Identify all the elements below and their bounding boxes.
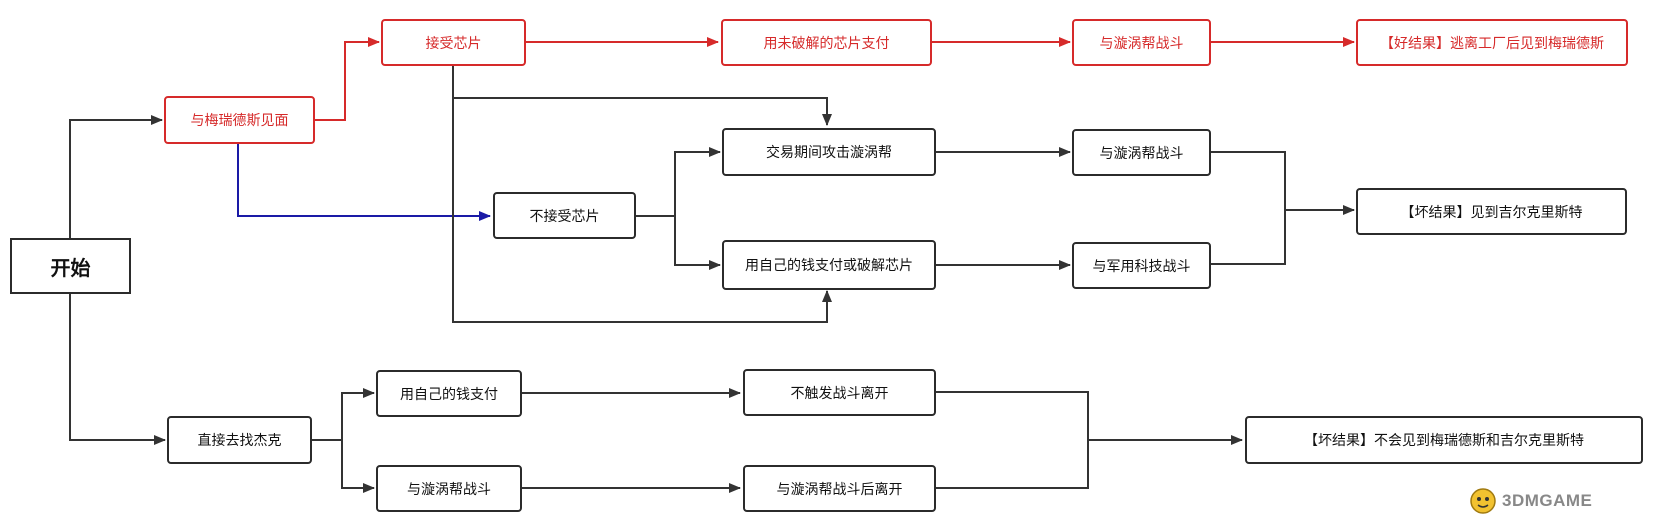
- edge-meet-accept: [315, 37, 380, 121]
- edge-start-jackie: [69, 292, 166, 445]
- edge-accept-attack: [452, 66, 832, 126]
- watermark: 3DMGAME: [1468, 485, 1658, 517]
- node-fight-vortex-mid: 与漩涡帮战斗: [1072, 129, 1211, 176]
- node-leave-after-fight: 与漩涡帮战斗后离开: [743, 465, 936, 512]
- node-go-to-jackie: 直接去找杰克: [167, 416, 312, 464]
- node-good-end: 【好结果】逃离工厂后见到梅瑞德斯: [1356, 19, 1628, 66]
- node-pay-own-money: 用自己的钱支付: [376, 370, 522, 417]
- edge-reject-payown: [674, 216, 721, 270]
- node-accept-chip: 接受芯片: [381, 19, 526, 66]
- edge-fight-badend1: [1211, 151, 1286, 265]
- edge-leave-merge: [936, 391, 1089, 489]
- node-fight-vortex-red: 与漩涡帮战斗: [1072, 19, 1211, 66]
- node-bad-end-2: 【坏结果】不会见到梅瑞德斯和吉尔克里斯特: [1245, 416, 1643, 464]
- node-attack-during-trade: 交易期间攻击漩涡帮: [722, 128, 936, 176]
- node-meet-mereditz: 与梅瑞德斯见面: [164, 96, 315, 144]
- edge-meet-reject: [237, 144, 491, 221]
- node-start: 开始: [10, 238, 131, 294]
- node-fight-militech: 与军用科技战斗: [1072, 242, 1211, 289]
- edge-accept-payown: [452, 98, 832, 323]
- edge-start-meet: [69, 115, 163, 238]
- node-pay-own-or-crack: 用自己的钱支付或破解芯片: [722, 240, 936, 290]
- node-fight-vortex-low: 与漩涡帮战斗: [376, 465, 522, 512]
- node-bad-end-1: 【坏结果】见到吉尔克里斯特: [1356, 188, 1627, 235]
- node-leave-no-fight: 不触发战斗离开: [743, 369, 936, 416]
- node-reject-chip: 不接受芯片: [493, 192, 636, 239]
- watermark-text: 3DMGAME: [1502, 491, 1593, 510]
- edge-reject-attack: [636, 147, 721, 217]
- edge-jackie-payown: [312, 388, 375, 441]
- 3dm-mascot-icon: [1470, 488, 1496, 514]
- node-pay-uncracked-chip: 用未破解的芯片支付: [721, 19, 932, 66]
- edge-jackie-fight: [341, 440, 375, 493]
